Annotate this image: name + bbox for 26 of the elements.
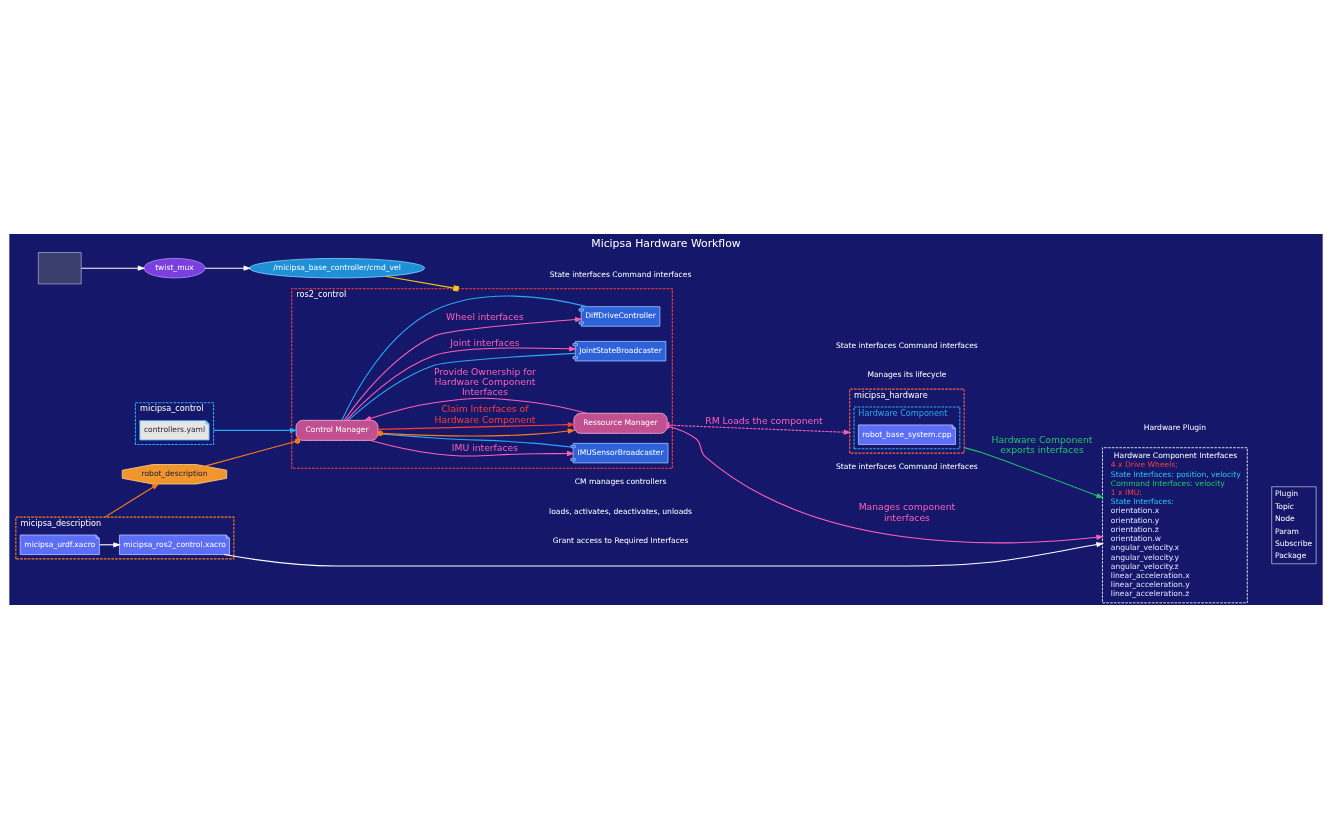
arrow	[370, 439, 575, 457]
arrow	[80, 265, 146, 271]
arrow	[377, 428, 576, 437]
edge-label: Provide Ownership for Hardware Component Interfaces	[434, 365, 536, 398]
edge-label: Claim Interfaces of Hardware Component	[434, 403, 536, 425]
node-box	[37, 252, 82, 285]
connector	[204, 438, 301, 467]
edge-label: Manages component interfaces	[858, 501, 956, 523]
arrow	[104, 483, 160, 518]
arrow	[963, 447, 1104, 499]
edge-label: IMU interfaces	[451, 441, 519, 453]
arrow	[377, 422, 576, 430]
connector	[384, 275, 460, 292]
diagram-title: Micipsa Hardware Workflow	[591, 237, 741, 251]
edge-label: Wheel interfaces	[446, 311, 524, 323]
arrow	[363, 397, 588, 421]
arrow	[666, 421, 852, 435]
edge-label: Hardware Component exports interfaces	[991, 434, 1093, 456]
arrow	[343, 316, 583, 421]
edge-label: Joint interfaces	[450, 336, 520, 348]
arrow	[213, 427, 298, 433]
connector	[341, 295, 588, 421]
arrow	[666, 425, 1104, 544]
arrow	[204, 265, 252, 271]
arrow	[223, 542, 1104, 567]
edge-label: RM Loads the component	[705, 415, 823, 427]
